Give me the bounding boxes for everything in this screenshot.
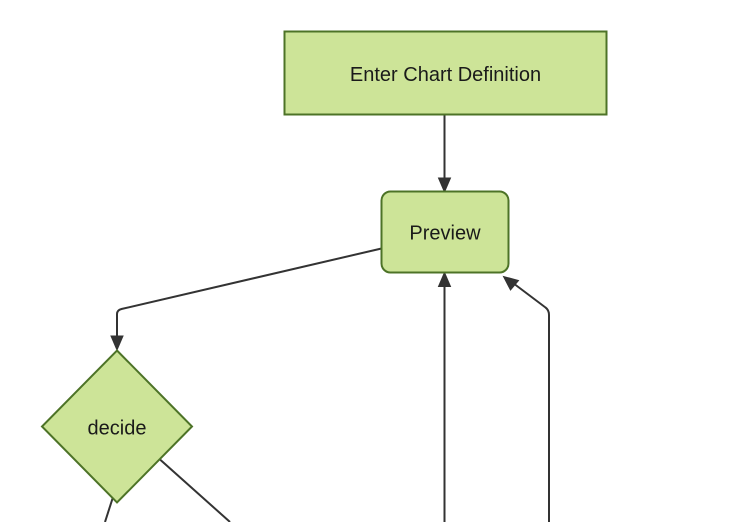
edge-offscreen-to-preview-right xyxy=(502,275,550,522)
arrowhead-up-left xyxy=(502,275,520,291)
node-decide-shape xyxy=(40,349,194,504)
node-enter-chart-definition: Enter Chart Definition xyxy=(283,30,608,116)
edge-preview-to-decide xyxy=(110,247,382,352)
edge-decide-to-offscreen-left xyxy=(104,495,115,522)
edge-decide-to-offscreen-left-line xyxy=(104,495,115,522)
edge-offscreen-to-preview-right-line xyxy=(512,282,550,522)
node-preview-shape xyxy=(380,190,510,274)
arrowhead-up xyxy=(437,271,452,287)
node-preview: Preview xyxy=(380,190,510,274)
node-enter-chart-definition-shape xyxy=(283,30,608,116)
edge-enter-to-preview xyxy=(437,114,452,194)
node-decide: decide xyxy=(40,349,194,504)
edge-decide-to-offscreen-right xyxy=(159,458,231,522)
node-preview-label: Preview xyxy=(409,223,481,245)
edge-offscreen-to-preview-center xyxy=(437,271,452,522)
edge-decide-to-offscreen-right-line xyxy=(159,458,231,522)
node-enter-chart-definition-label: Enter Chart Definition xyxy=(350,64,541,86)
node-decide-label: decide xyxy=(88,418,147,440)
arrowhead-down xyxy=(110,335,124,352)
arrowhead-down xyxy=(437,177,452,194)
edge-preview-to-decide-line xyxy=(116,247,382,336)
